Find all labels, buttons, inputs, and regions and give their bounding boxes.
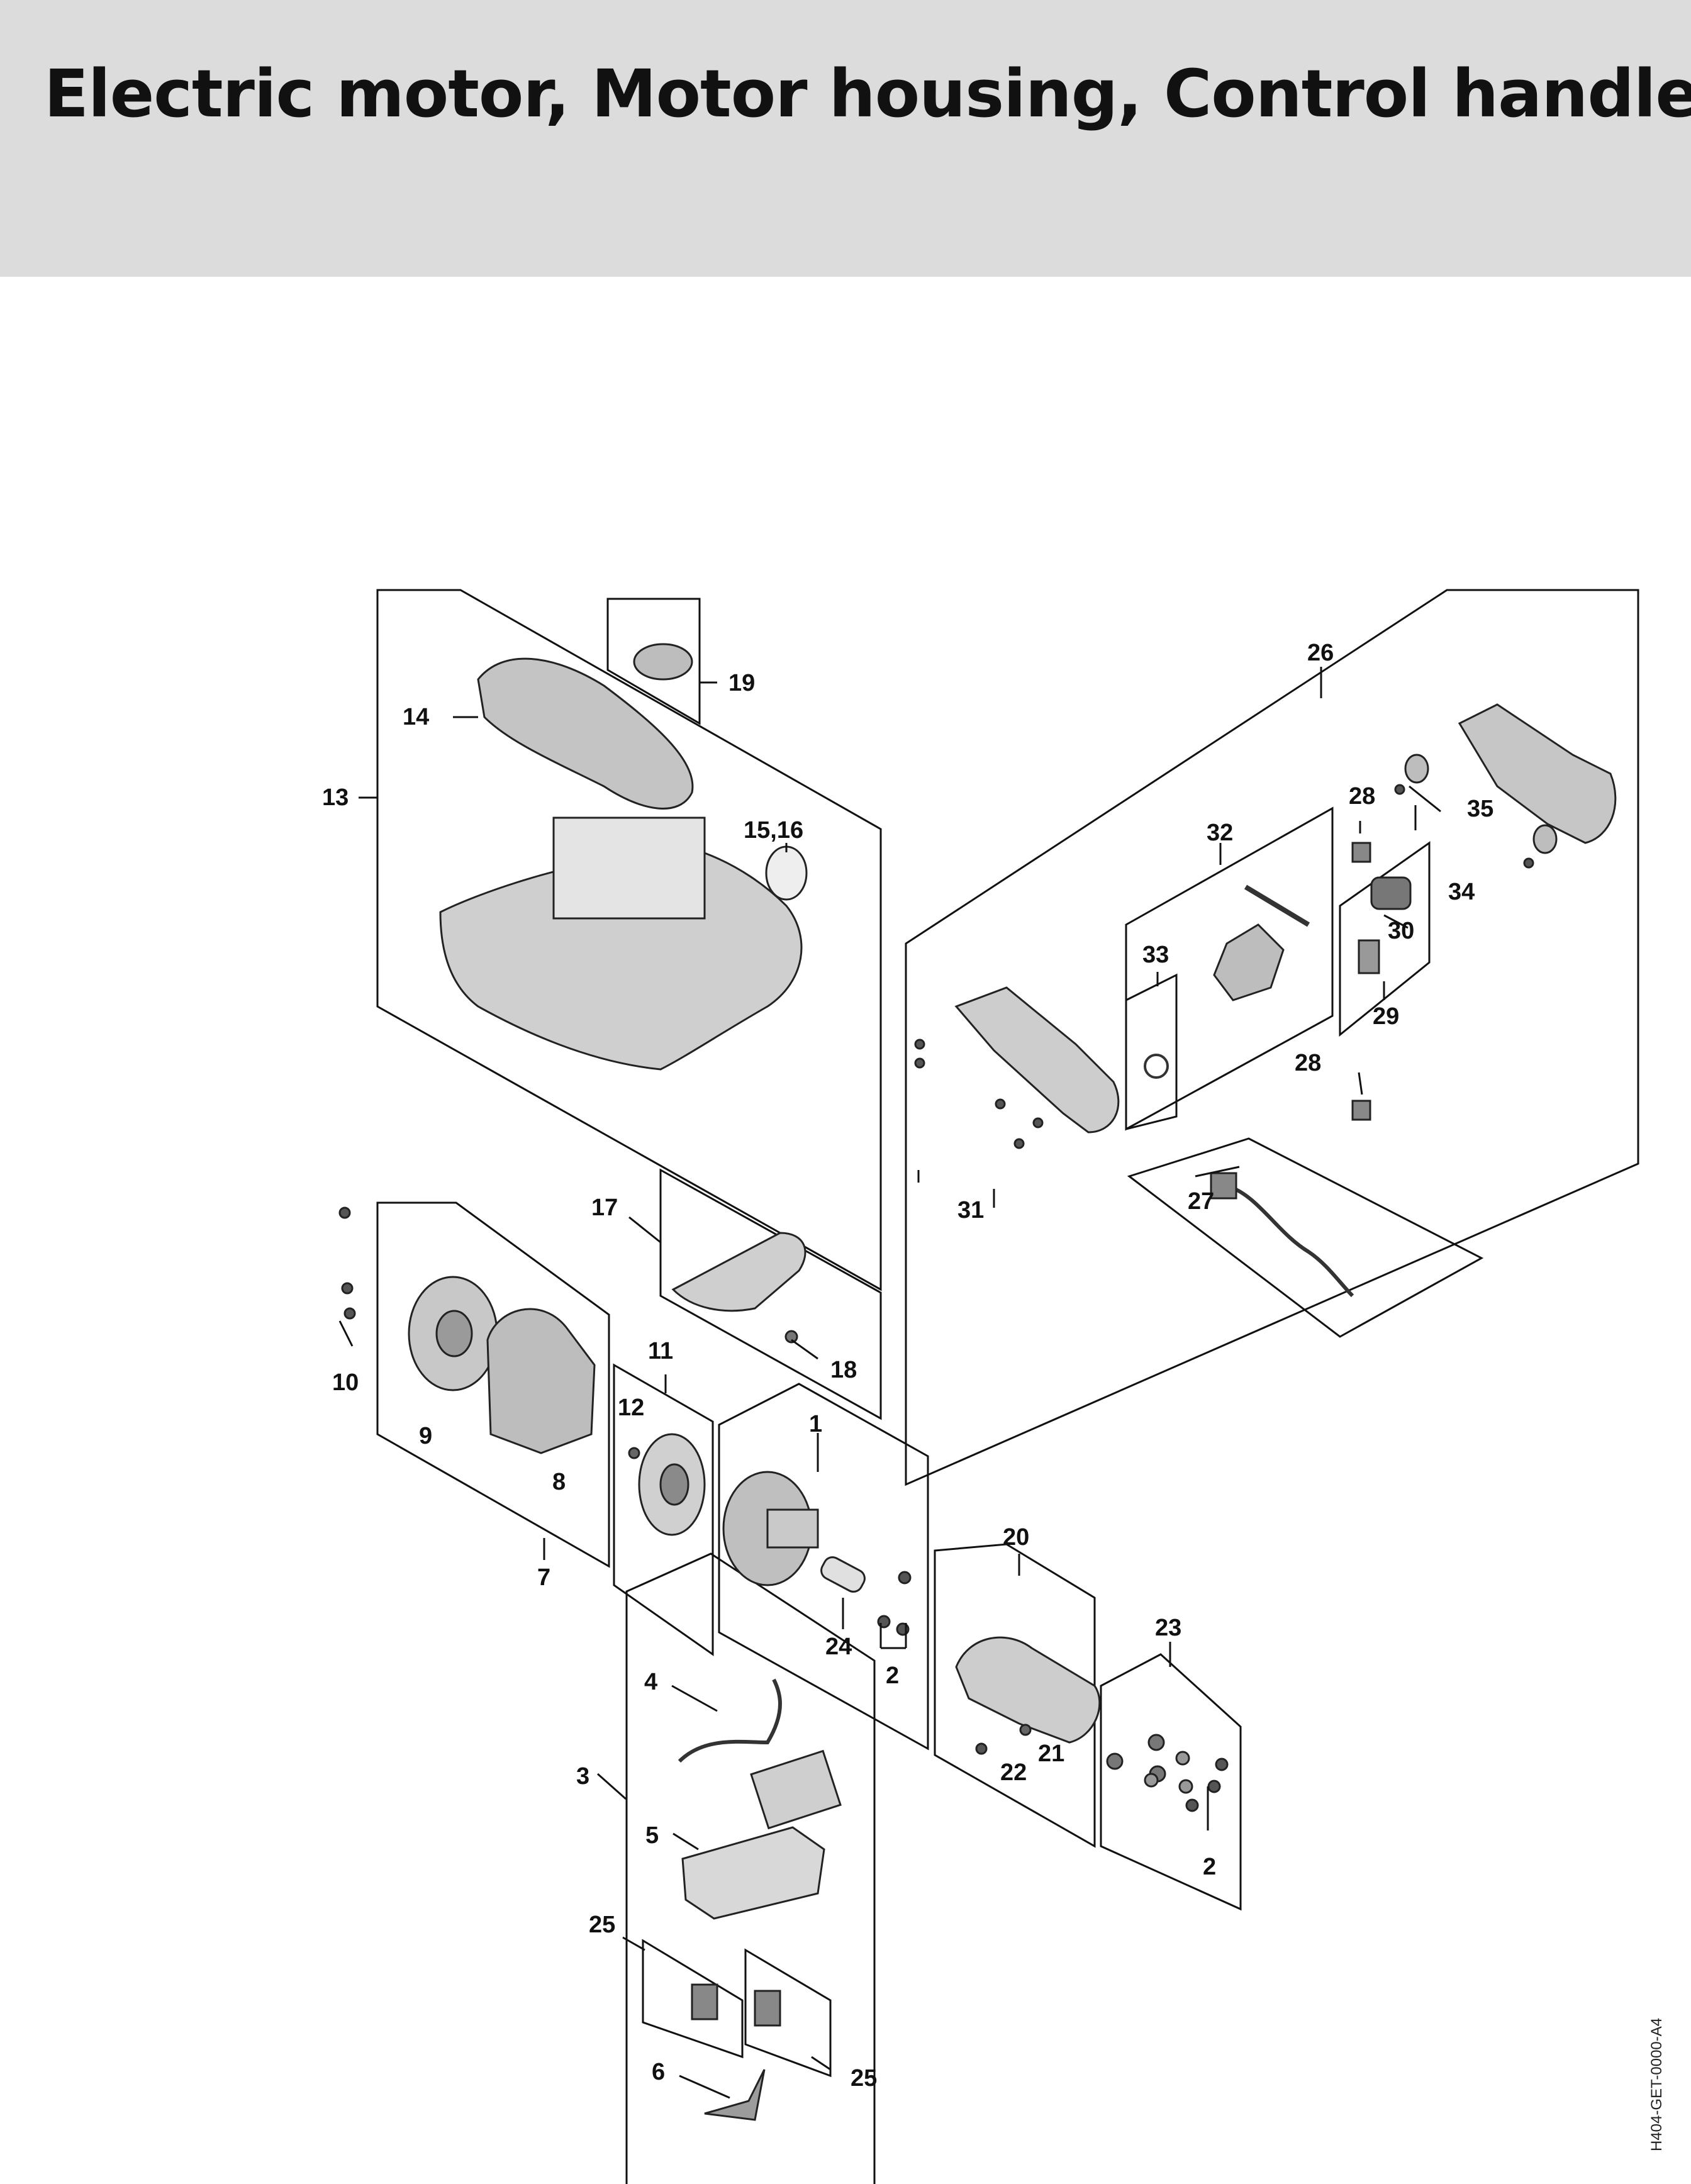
part-29-switch bbox=[1358, 939, 1380, 974]
callout-26: 26 bbox=[1307, 640, 1334, 666]
callout-18: 18 bbox=[830, 1357, 857, 1383]
group-frame-7 bbox=[376, 1201, 610, 1568]
callout-1: 1 bbox=[809, 1411, 822, 1437]
callout-10: 10 bbox=[332, 1369, 359, 1396]
callout-22: 22 bbox=[1000, 1759, 1027, 1786]
part-15-16-label bbox=[765, 845, 808, 901]
part-24-shaft bbox=[820, 1556, 866, 1593]
part-10-screw bbox=[338, 1206, 351, 1219]
part-14-upper-shell bbox=[477, 657, 694, 810]
part-21-washer bbox=[1019, 1724, 1032, 1736]
callout-15-16: 15,16 bbox=[744, 817, 803, 844]
part-12-nut bbox=[628, 1447, 640, 1459]
callout-27: 27 bbox=[1188, 1188, 1214, 1215]
page-title: Electric motor, Motor housing, Control h… bbox=[44, 55, 1691, 132]
callout-2a: 2 bbox=[886, 1663, 899, 1689]
part-28b-insert bbox=[1351, 1100, 1371, 1121]
group-frame-23 bbox=[1100, 1653, 1242, 1911]
part-4-harness bbox=[678, 1678, 782, 1763]
callout-14: 14 bbox=[403, 704, 429, 730]
part-5-tray bbox=[681, 1826, 825, 1920]
callout-29: 29 bbox=[1373, 1003, 1399, 1030]
group-frame-25b bbox=[744, 1948, 832, 2078]
document-id: H404-GET-0000-A4 bbox=[1648, 2017, 1665, 2151]
callout-25b: 25 bbox=[851, 2065, 877, 2092]
part-18-screw bbox=[784, 1330, 798, 1344]
callout-5: 5 bbox=[645, 1822, 659, 1849]
part-19-cover bbox=[633, 643, 693, 681]
callout-3: 3 bbox=[576, 1763, 589, 1790]
callout-2b: 2 bbox=[1203, 1854, 1216, 1880]
part-26-handle bbox=[1458, 703, 1617, 844]
callout-24: 24 bbox=[825, 1634, 852, 1660]
part-17-cover bbox=[671, 1232, 806, 1312]
group-frame-3 bbox=[625, 1552, 876, 2184]
callout-32: 32 bbox=[1207, 820, 1233, 846]
part-35-clamp bbox=[1404, 754, 1429, 784]
part-22-screw bbox=[975, 1742, 988, 1755]
callout-31: 31 bbox=[957, 1197, 984, 1223]
callout-19: 19 bbox=[728, 670, 755, 696]
group-frame-cover bbox=[606, 598, 701, 725]
part-25a-switch bbox=[691, 1983, 718, 2020]
part-3-controller bbox=[750, 1749, 842, 1830]
callout-6: 6 bbox=[652, 2059, 665, 2085]
part-27-cable-set bbox=[1226, 1184, 1354, 1298]
callout-4: 4 bbox=[644, 1669, 657, 1695]
part-8-housing bbox=[486, 1308, 596, 1454]
group-frame-motor-housing bbox=[376, 589, 882, 1291]
callout-35: 35 bbox=[1467, 796, 1493, 822]
group-frame-17-18 bbox=[659, 1168, 882, 1420]
group-frame-29-30 bbox=[1339, 841, 1431, 1037]
callout-28a: 28 bbox=[1349, 783, 1375, 810]
part-23-nut bbox=[1147, 1734, 1165, 1751]
part-6-clip bbox=[704, 2069, 766, 2121]
callout-17: 17 bbox=[591, 1195, 618, 1221]
part-31-handle-tube bbox=[954, 986, 1120, 1134]
part-25b-switch bbox=[754, 1990, 781, 2027]
callout-11: 11 bbox=[648, 1338, 673, 1364]
part-30-button bbox=[1370, 876, 1412, 910]
callout-34: 34 bbox=[1448, 879, 1475, 905]
group-frame-11 bbox=[613, 1363, 714, 1656]
part-28a-insert bbox=[1351, 842, 1371, 863]
callout-20: 20 bbox=[1003, 1524, 1029, 1551]
group-frame-25a bbox=[642, 1939, 744, 2059]
group-frame-control-handle bbox=[905, 589, 1639, 1486]
group-frame-27 bbox=[1127, 1137, 1484, 1338]
part-2-screw bbox=[898, 1571, 912, 1585]
part-34-screw bbox=[1394, 784, 1405, 795]
part-13-inner-frame bbox=[552, 816, 706, 920]
callout-9: 9 bbox=[419, 1423, 432, 1449]
callout-8: 8 bbox=[552, 1469, 566, 1495]
header-band bbox=[0, 0, 1691, 277]
callout-12: 12 bbox=[618, 1395, 644, 1421]
callout-25a: 25 bbox=[589, 1912, 615, 1938]
callout-23: 23 bbox=[1155, 1615, 1181, 1641]
group-frame-33 bbox=[1125, 973, 1178, 1130]
part-32-trigger bbox=[1213, 923, 1285, 1001]
callout-33: 33 bbox=[1142, 942, 1169, 968]
callout-7: 7 bbox=[537, 1564, 550, 1591]
callout-21: 21 bbox=[1038, 1741, 1064, 1767]
part-20-gear-housing bbox=[955, 1636, 1101, 1744]
callout-30: 30 bbox=[1388, 918, 1414, 944]
callout-13: 13 bbox=[322, 784, 349, 811]
group-frame-1 bbox=[718, 1383, 929, 1751]
callout-28b: 28 bbox=[1295, 1050, 1321, 1076]
part-33-spring bbox=[1144, 1054, 1169, 1079]
